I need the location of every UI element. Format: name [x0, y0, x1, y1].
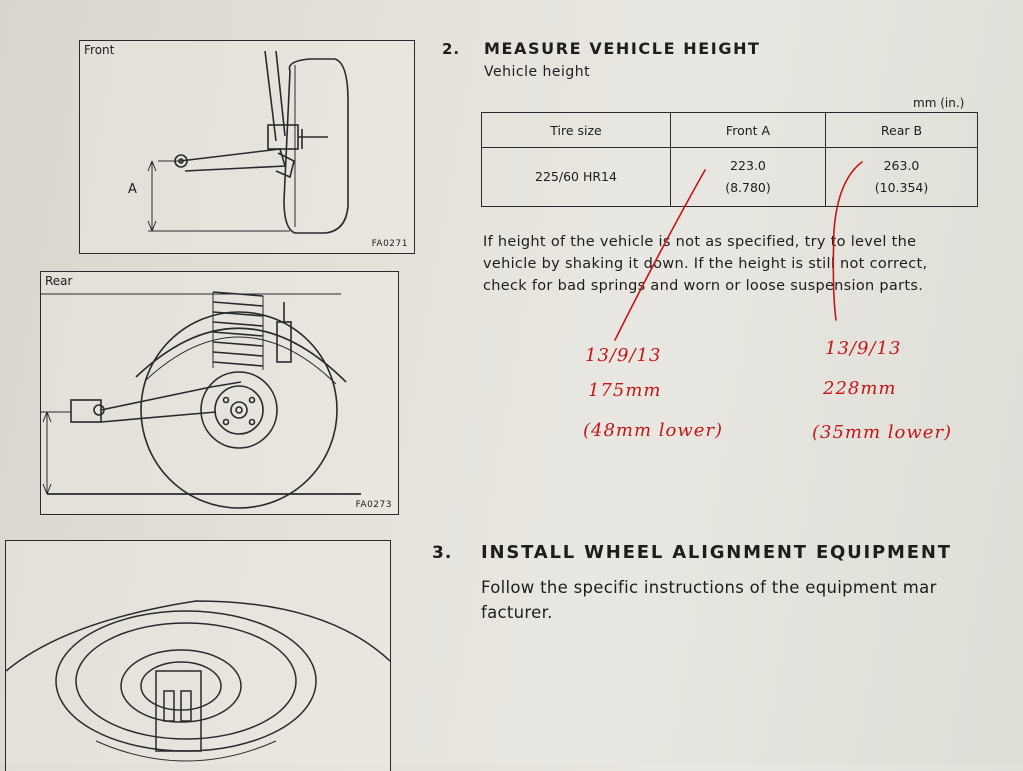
alignment-figure: [5, 540, 391, 771]
cell-rear-b: 263.0 (10.354): [825, 147, 978, 207]
front-dimension-marker: A: [128, 182, 137, 197]
front-figure-code: FA0271: [371, 239, 408, 249]
section-2-title: MEASURE VEHICLE HEIGHT: [484, 39, 761, 58]
front-handwritten-value: 175mm: [588, 380, 662, 401]
paragraph-line-3: check for bad springs and worn or loose …: [483, 278, 924, 294]
section-3-paragraph: Follow the specific instructions of the …: [481, 575, 1023, 625]
section-3-line-2: facturer.: [481, 603, 553, 622]
vehicle-height-table: Tire size Front A Rear B 225/60 HR14 223…: [481, 112, 978, 207]
front-suspension-diagram: A: [128, 50, 349, 234]
section-3-title: INSTALL WHEEL ALIGNMENT EQUIPMENT: [481, 542, 952, 563]
alignment-equipment-diagram: [6, 600, 390, 762]
section-2-subtitle: Vehicle height: [484, 64, 591, 80]
rear-figure: Rear: [40, 271, 399, 515]
section-2-number: 2.: [442, 40, 461, 58]
rear-figure-label: Rear: [45, 274, 73, 288]
section-2-paragraph: If height of the vehicle is not as speci…: [483, 231, 927, 297]
header-rear-b: Rear B: [825, 112, 978, 148]
rear-handwritten-value: 228mm: [823, 378, 897, 399]
rear-handwritten-date: 13/9/13: [825, 338, 902, 359]
header-tire-size: Tire size: [481, 112, 671, 148]
rear-suspension-diagram: B: [41, 291, 361, 509]
front-handwritten-note: (48mm lower): [583, 420, 724, 441]
section-3-number: 3.: [432, 543, 453, 563]
table-row: 225/60 HR14 223.0 (8.780) 263.0 (10.354): [481, 147, 978, 207]
cell-tire-size: 225/60 HR14: [481, 147, 671, 207]
front-figure: Front A FA0271: [79, 40, 415, 254]
table-unit-label: mm (in.): [913, 96, 965, 110]
rear-height-in: (10.354): [874, 180, 929, 195]
front-figure-label: Front: [84, 43, 115, 57]
cell-front-a: 223.0 (8.780): [670, 147, 826, 207]
rear-figure-code: FA0273: [355, 500, 392, 510]
rear-handwritten-note: (35mm lower): [812, 422, 953, 443]
header-front-a: Front A: [670, 112, 826, 148]
section-3-line-1: Follow the specific instructions of the …: [481, 578, 937, 597]
front-height-in: (8.780): [725, 180, 771, 195]
paragraph-line-2: vehicle by shaking it down. If the heigh…: [483, 256, 928, 272]
rear-height-mm: 263.0: [883, 158, 920, 173]
table-header-row: Tire size Front A Rear B: [481, 112, 978, 148]
paragraph-line-1: If height of the vehicle is not as speci…: [483, 234, 917, 250]
front-handwritten-date: 13/9/13: [585, 345, 662, 366]
front-height-mm: 223.0: [730, 158, 766, 173]
